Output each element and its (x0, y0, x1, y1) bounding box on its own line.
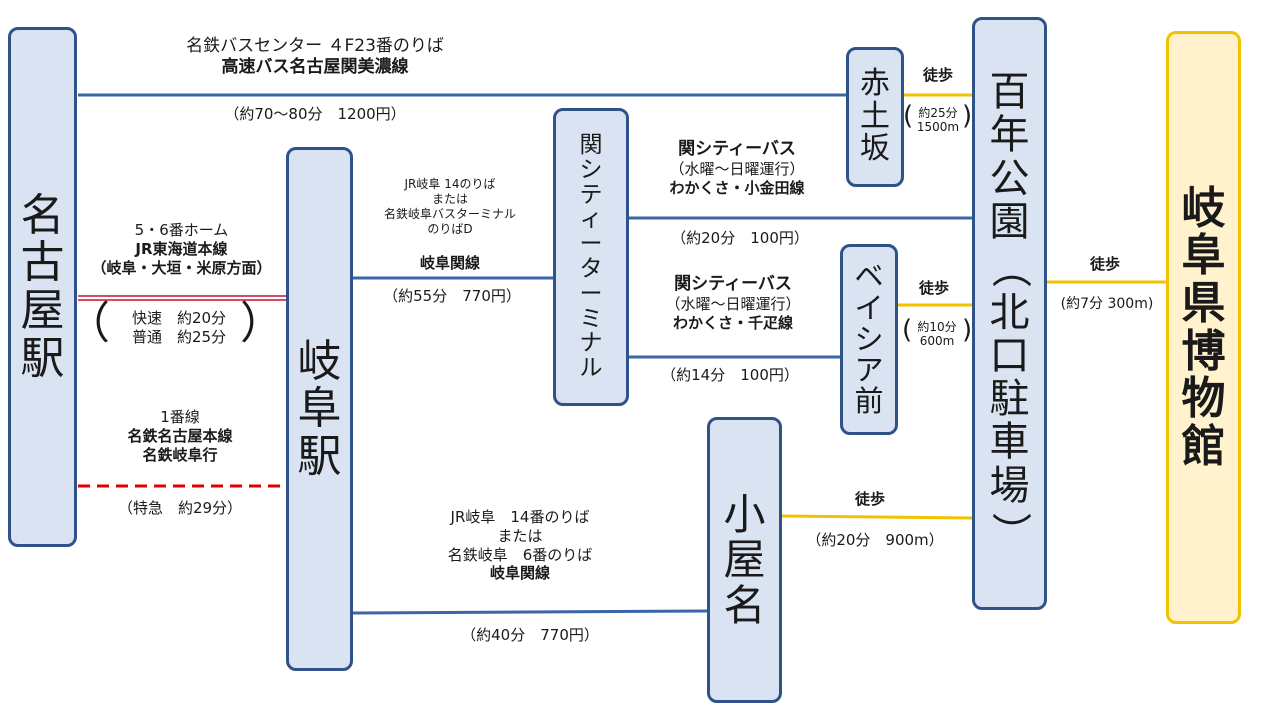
walk-museum-label: 徒歩 (1089, 255, 1120, 273)
walk-museum-info: (約7分 300m) (1060, 296, 1154, 312)
station-beisia-text: ベイシア前 (854, 259, 884, 419)
meitetsu-info: （特急 約29分） (117, 499, 243, 517)
gifu-seki-upper-stop2b: のりばD (427, 222, 473, 236)
museum-gifu-prefecture: 岐阜県博物館 (1166, 31, 1241, 624)
walk-koyana-info: （約20分 900m） (806, 531, 944, 549)
station-seki-terminal: 関シティーターミナル (553, 108, 629, 406)
walk-beisia-paren-open: ( (902, 315, 913, 345)
city-bus-1-days: （水曜〜日曜運行） (669, 160, 805, 179)
walk-akatsuchi-distance: 1500m (916, 120, 960, 135)
walk-akatsuchi-paren-open: ( (903, 101, 914, 131)
meitetsu-line-name: 名鉄名古屋本線 (127, 426, 233, 445)
walk-beisia-detail: 約10分 600m (908, 320, 966, 349)
walk-akatsuchi-label: 徒歩 (922, 66, 953, 84)
gifu-seki-lower-info: （約40分 770円） (461, 626, 599, 644)
station-nagoya: 名古屋駅 (8, 27, 77, 547)
walk-beisia-distance: 600m (919, 334, 955, 349)
station-gifu-text: 岐阜駅 (297, 335, 342, 482)
highway-bus-name: 高速バス名古屋関美濃線 (221, 57, 409, 78)
gifu-seki-upper-info: （約55分 770円） (383, 287, 521, 305)
station-beisia: ベイシア前 (840, 244, 898, 435)
gifu-seki-lower-label: JR岐阜 14番のりば または 名鉄岐阜 6番のりば 岐阜関線 (400, 508, 640, 583)
jr-line-name: JR東海道本線 (135, 239, 228, 258)
walk-akatsuchi-paren-close: ) (962, 101, 973, 131)
gifu-seki-upper-stop1: JR岐阜 14のりば (404, 177, 496, 191)
walk-beisia-time: 約10分 (917, 320, 957, 334)
jr-local-time: 普通 約25分 (131, 327, 227, 346)
city-bus-2-days: （水曜〜日曜運行） (665, 295, 801, 314)
gifu-seki-upper-stop2: 名鉄岐阜バスターミナル (383, 207, 516, 221)
city-bus-2-line: わかくさ・千疋線 (672, 314, 793, 332)
jr-route-label: 5・6番ホーム JR東海道本線 （岐阜・大垣・米原方面） (74, 221, 289, 277)
station-nagoya-text: 名古屋駅 (20, 189, 65, 384)
station-akatsuchizaka: 赤土坂 (846, 47, 904, 187)
meitetsu-route-label: 1番線 名鉄名古屋本線 名鉄岐阜行 (90, 408, 270, 464)
highway-bus-info: （約70〜80分 1200円） (224, 105, 406, 123)
city-bus-1-label: 関シティーバス （水曜〜日曜運行） わかくさ・小金田線 (632, 139, 842, 198)
walk-akatsuchi-detail: 約25分 1500m (910, 106, 966, 135)
city-bus-2-label: 関シティーバス （水曜〜日曜運行） わかくさ・千疋線 (628, 274, 838, 333)
meitetsu-platform: 1番線 (160, 408, 200, 426)
walk-koyana-label: 徒歩 (854, 490, 885, 508)
walk-beisia-paren-close: ) (962, 315, 973, 345)
gifu-seki-lower-or: または (497, 526, 543, 545)
station-akatsuchizaka-text: 赤土坂 (860, 66, 890, 167)
walk-koyana-line (781, 514, 973, 520)
station-koyana: 小屋名 (707, 417, 782, 703)
city-bus-2-name: 関シティーバス (674, 274, 792, 294)
station-seki-terminal-text: 関シティーターミナル (579, 131, 603, 382)
gifu-seki-upper-stops: JR岐阜 14のりば または 名鉄岐阜バスターミナル のりばD (350, 177, 550, 237)
museum-gifu-prefecture-text: 岐阜県博物館 (1181, 182, 1226, 472)
gifu-seki-line-lower (351, 609, 708, 615)
meitetsu-train: 名鉄岐阜行 (142, 445, 218, 464)
gifu-seki-upper-name: 岐阜関線 (419, 254, 480, 272)
walk-beisia-label: 徒歩 (918, 279, 949, 297)
city-bus-1-name: 関シティーバス (678, 139, 796, 159)
gifu-seki-lower-name: 岐阜関線 (489, 564, 550, 583)
gifu-seki-lower-stop1: JR岐阜 14番のりば (450, 508, 590, 526)
walk-akatsuchi-time: 約25分 (918, 106, 958, 120)
city-bus-1-line: わかくさ・小金田線 (669, 179, 805, 197)
station-hyakunen-park-text: 百年公園（北口駐車場） (986, 69, 1033, 552)
station-koyana-text: 小屋名 (723, 489, 766, 630)
city-bus-1-info: （約20分 100円） (671, 229, 809, 247)
highway-bus-stop: 名鉄バスセンター ４F23番のりば (186, 36, 444, 56)
jr-paren-open: （ (66, 298, 110, 349)
gifu-seki-upper-or: または (431, 192, 468, 206)
city-bus-2-info: （約14分 100円） (661, 366, 799, 384)
station-hyakunen-park: 百年公園（北口駐車場） (972, 17, 1047, 610)
highway-bus-label: 名鉄バスセンター ４F23番のりば 高速バス名古屋関美濃線 (100, 36, 530, 79)
gifu-seki-lower-stop2: 名鉄岐阜 6番のりば (447, 545, 593, 564)
jr-platform: 5・6番ホーム (134, 221, 229, 239)
jr-paren-close: ） (240, 298, 284, 349)
jr-times: 快速 約20分 普通 約25分 (94, 309, 264, 347)
station-gifu: 岐阜駅 (286, 147, 353, 671)
jr-direction: （岐阜・大垣・米原方面） (91, 258, 272, 277)
jr-rapid-time: 快速 約20分 (131, 309, 227, 327)
